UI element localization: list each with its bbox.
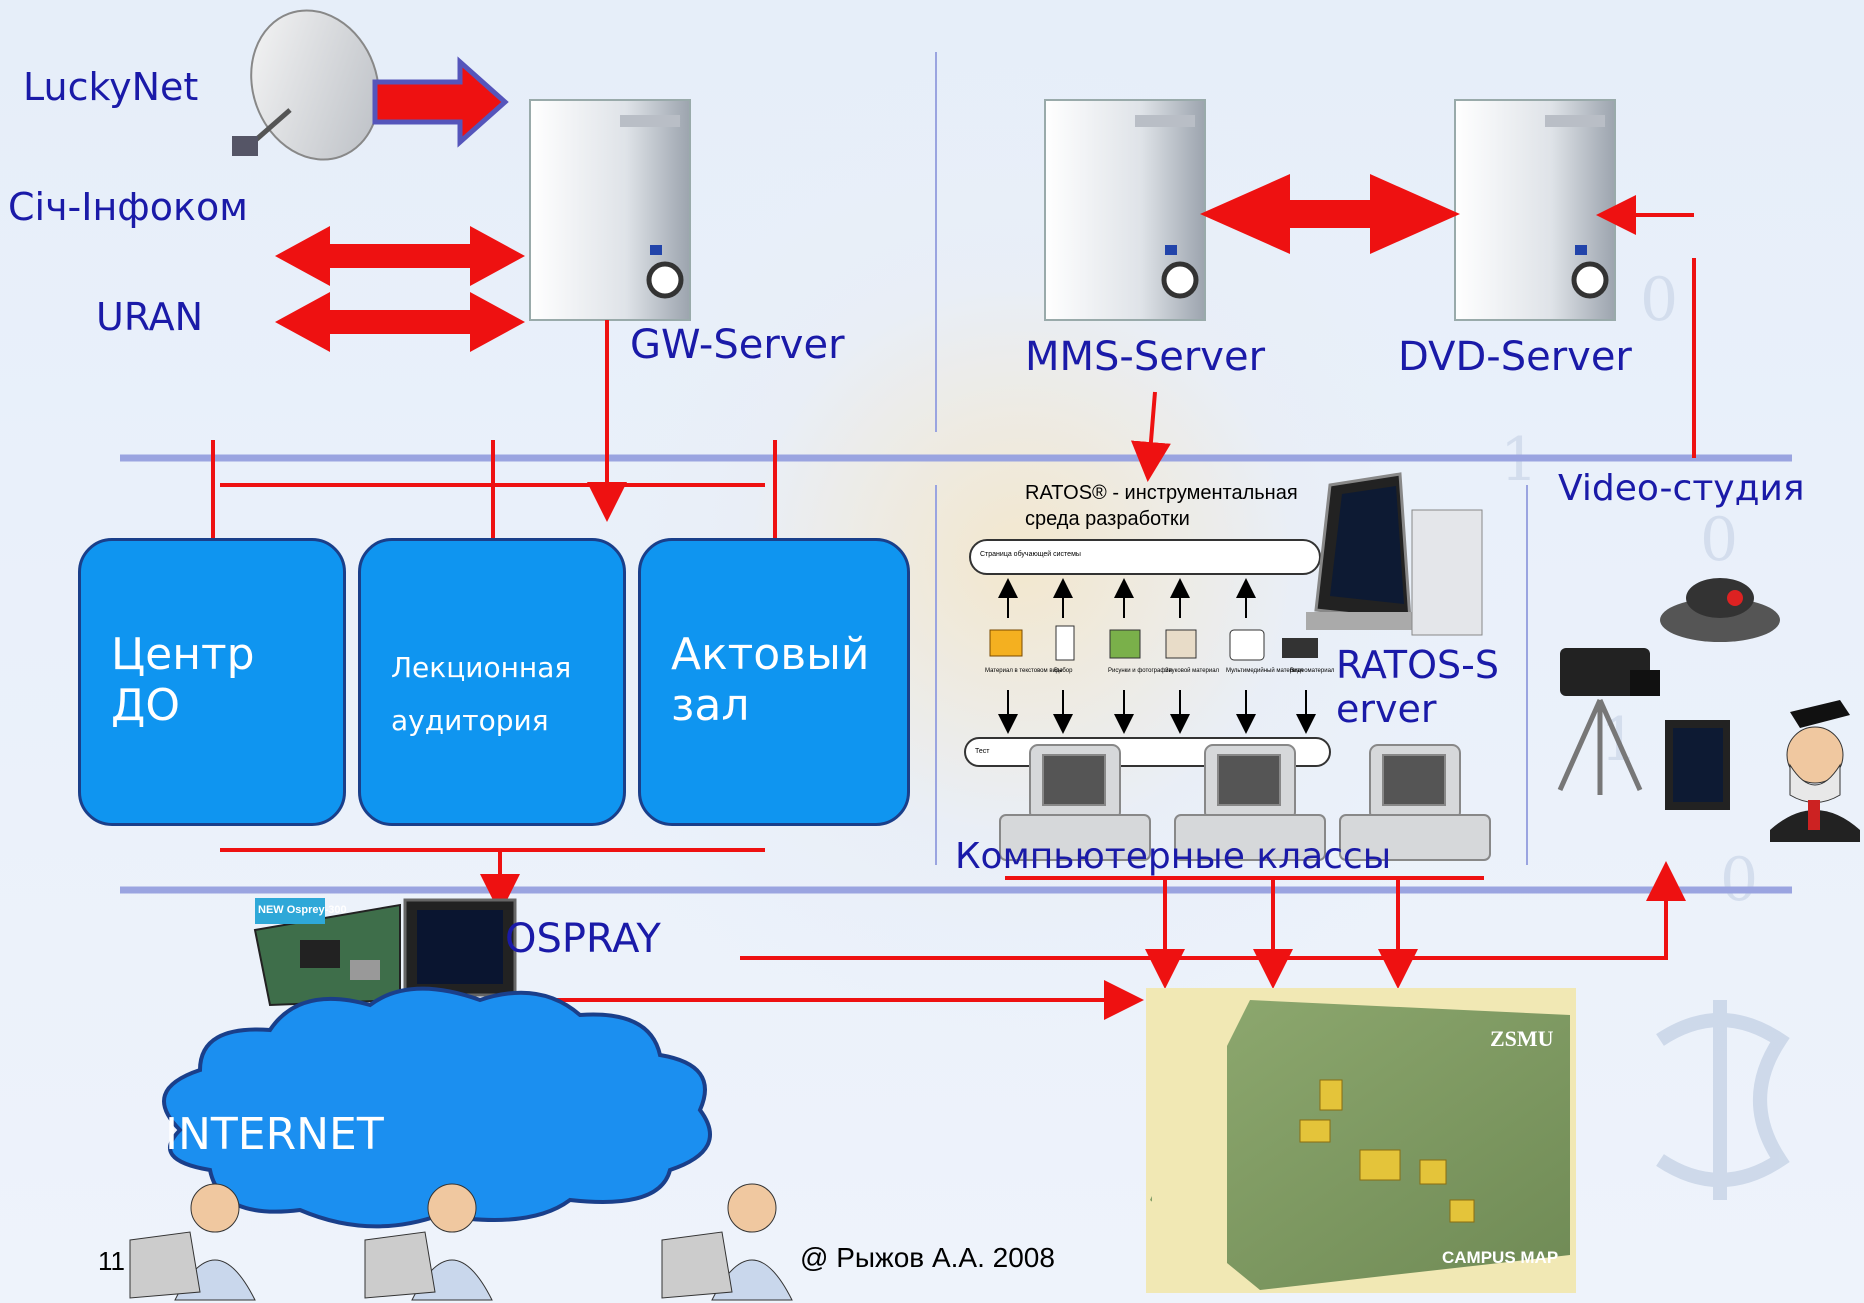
gw-server-tower-icon [529,99,691,321]
internet-label: INTERNET [165,1109,384,1160]
uran-double-arrow [275,292,525,352]
lecture-hall-box: Лекционная аудитория [358,538,626,826]
video-studio-label: Video-студия [1558,468,1805,509]
ratos-item-label: Мультимедийный материал [1226,668,1304,674]
assembly-hall-box: Актовый зал [638,538,910,826]
dvd-server-tower-icon [1454,99,1616,321]
ratos-title-line1: RATOS® - инструментальная [1025,482,1298,504]
ratos-item-label: Звуковой материал [1165,668,1220,674]
mms-server-tower-icon [1044,99,1206,321]
classroom-computer-icon-2 [1174,744,1326,861]
osprey-badge: NEW Osprey-300 [258,904,347,916]
classroom-computer-icon-3 [1339,744,1491,861]
campus-map-image [1146,988,1576,1293]
luckynet-label: LuckyNet [23,65,199,109]
slide-number: 11 [98,1246,125,1276]
user-laptop-icon-2 [364,1183,493,1301]
ratos-server-label-line2: erver [1336,687,1437,731]
studio-monitor-icon [1665,720,1730,810]
sich-infokom-label: Січ-Інфоком [8,185,248,229]
separator-video [1526,485,1528,865]
mms-server-label: MMS-Server [1025,334,1266,380]
internet-cloud-icon [162,986,712,1229]
ratos-server-label-line1: RATOS-S [1336,643,1499,687]
satellite-arrow-icon [372,56,509,148]
mms-down-line [1130,391,1171,482]
room-label-line2: ДО [111,680,181,731]
svg-text:0: 0 [1720,845,1758,915]
room-label-line1: Актовый [671,629,870,680]
video-camera-icon [1282,638,1318,658]
professor-figure-icon [1770,700,1860,842]
user-laptop-icon-3 [661,1183,793,1301]
conference-camera-icon [1660,578,1780,642]
ratos-item-label: Материал в текстовом виде [985,668,1063,674]
ratos-top-box-label: Страница обучающей системы [980,551,1081,558]
osprey-card-icon [253,898,401,1007]
ospray-label: OSPRAY [505,916,661,962]
multimedia-icon [1229,629,1265,661]
separator-ratos [935,485,937,865]
ratos-diagram [964,539,1331,767]
ratos-server-computer-icon [1306,472,1483,636]
computer-classes-label: Компьютерные классы [955,836,1392,877]
video-camera-tripod-icon [1557,648,1660,795]
ratos-item-label: Выбор [1054,668,1073,674]
book-icon [989,629,1023,657]
room-label-line1: Центр [111,629,255,680]
svg-text:0: 0 [1700,505,1738,575]
campus-map-title: ZSMU [1490,1026,1554,1051]
campus-map-footer: CAMPUS MAP [1442,1248,1559,1267]
dvd-server-label: DVD-Server [1398,334,1632,380]
room-label-line1: Лекционная [391,651,572,684]
ratos-title-line2: среда разработки [1025,508,1190,530]
mms-dvd-double-arrow [1200,174,1460,254]
ratos-item-label: Рисунки и фотографии [1108,668,1172,674]
separator-servers [935,52,937,432]
sich-infokom-double-arrow [275,226,525,286]
uran-label: URAN [96,295,204,339]
ratos-bottom-box-label: Тест [975,748,990,755]
picture-icon [1109,629,1141,659]
gw-server-label: GW-Server [630,322,845,368]
classroom-computer-icon [999,744,1151,861]
room-label-line2: аудитория [391,704,549,738]
sound-icon [1165,629,1197,659]
distance-learning-center-box: Центр ДО [78,538,346,826]
checkbox-icon [1055,625,1075,661]
room-label-line2: зал [671,680,750,731]
copyright-text: @ Рыжов А.А. 2008 [800,1242,1055,1273]
user-laptop-icon-1 [129,1183,256,1301]
ratos-item-label: Видеоматериал [1290,668,1335,674]
satellite-dish-icon [232,9,380,161]
svg-text:0: 0 [1640,265,1678,335]
